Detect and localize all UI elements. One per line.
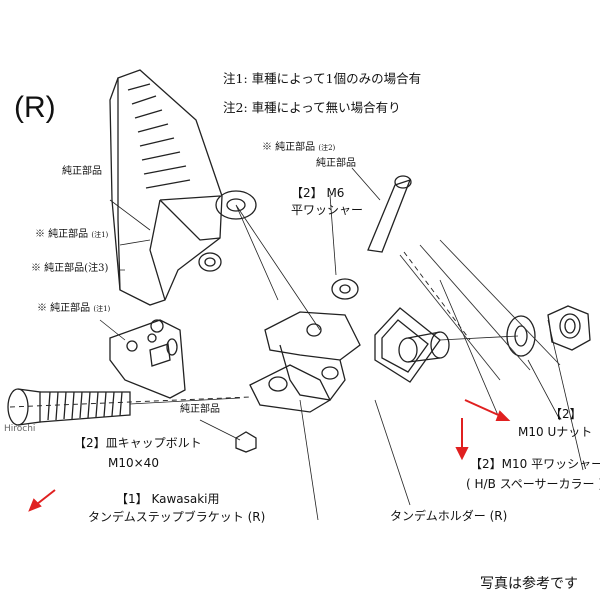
red-arrows [28, 399, 511, 512]
m6-washer-drawing [331, 278, 359, 300]
label-u-nut-1: 【2】 [550, 407, 582, 421]
genuine-washer-drawing [215, 190, 257, 220]
label-cap-bolt-2: M10×40 [108, 456, 159, 470]
label-cap-bolt-1: 【2】皿キャップボルト [74, 436, 202, 450]
label-m6-washer-2: 平ワッシャー [291, 203, 364, 217]
note-2: 注2: 車種によって無い場合有り [223, 100, 401, 115]
label-genuine-left: 純正部品 [62, 166, 102, 177]
genuine-pin-drawing [367, 175, 412, 253]
caption: 写真は参考です [480, 576, 578, 592]
label-u-nut-2: M10 Uナット [518, 425, 593, 439]
tandem-step-bracket-drawing [249, 311, 361, 413]
label-genuine-1: ※ 純正部品 (注1) [35, 229, 109, 240]
label-genuine-3: ※ 純正部品(注3) [31, 263, 109, 274]
label-genuine-pin: 純正部品 [316, 158, 356, 169]
genuine-small-nut-drawing [235, 431, 257, 453]
spacer-plate-drawing [374, 307, 441, 383]
spacer-collar-drawing [398, 331, 450, 363]
cap-bolt-drawing [7, 388, 131, 426]
side-mark: (R) [14, 91, 56, 124]
label-bracket-2: タンデムステップブラケット (R) [88, 510, 266, 524]
label-m10-washer-2: ( H/B スペーサーカラー ) [466, 477, 600, 491]
label-genuine-2: ※ 純正部品 (注1) [37, 303, 111, 314]
label-m6-washer-1: 【2】 M6 [291, 186, 345, 200]
footpeg-drawing [109, 69, 223, 306]
label-genuine-bottom: 純正部品 [180, 404, 220, 415]
watermark: Hirochi [4, 424, 36, 434]
label-tandem-holder: タンデムホルダー (R) [390, 509, 508, 523]
note-1: 注1: 車種によって1個のみの場合有 [223, 71, 422, 86]
label-bracket-1: 【1】 Kawasaki用 [116, 492, 220, 506]
genuine-small-washer-drawing [166, 338, 178, 356]
label-genuine-top: ※ 純正部品 (注2) [262, 142, 336, 153]
m10-nut-drawing [547, 305, 591, 351]
label-m10-washer-1: 【2】M10 平ワッシャー [470, 457, 600, 471]
step-bracket-plate-drawing [109, 319, 186, 399]
